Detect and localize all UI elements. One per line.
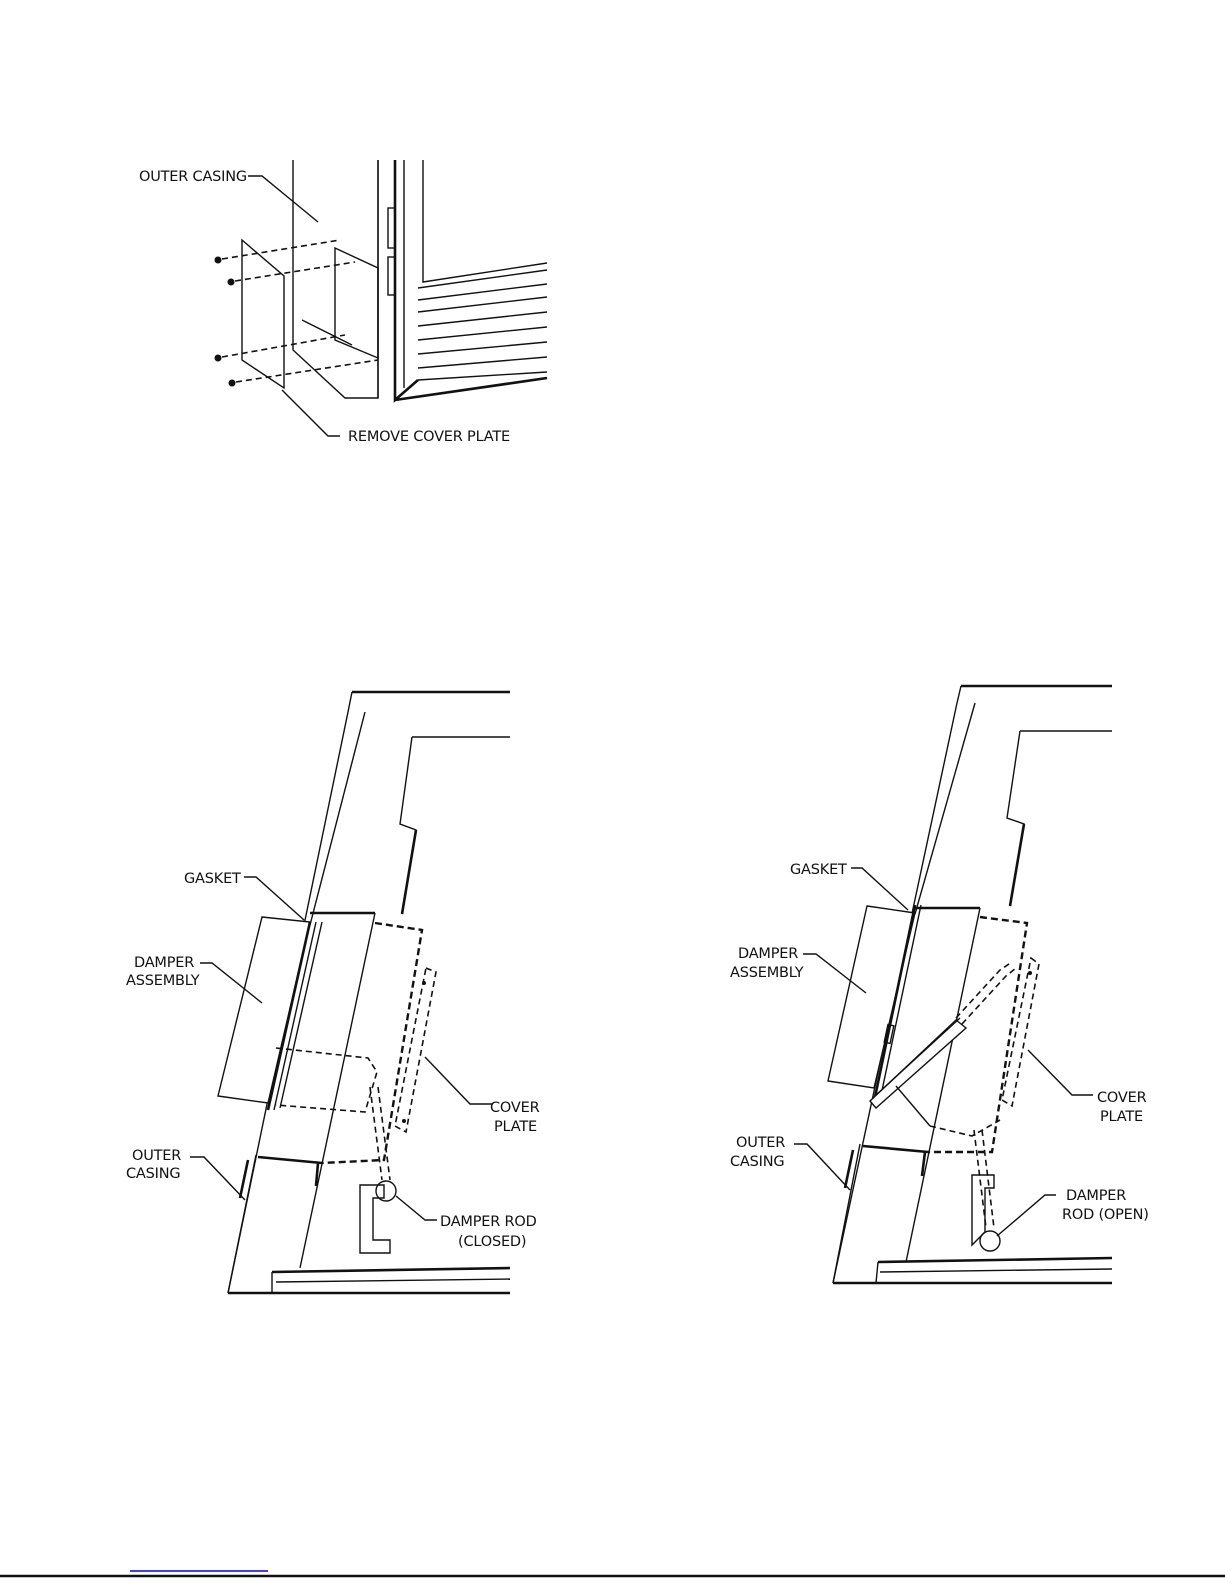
- label-remove-cover-plate: REMOVE COVER PLATE: [348, 429, 510, 445]
- label-outer-casing-1: OUTER: [736, 1135, 785, 1151]
- label-outer-casing-1: OUTER: [132, 1148, 181, 1164]
- figure-damper-closed: GASKET DAMPER ASSEMBLY COVER PLATE OUTER…: [126, 692, 540, 1293]
- label-damper-assembly-2: ASSEMBLY: [126, 973, 200, 989]
- label-cover-plate-1: COVER: [490, 1100, 540, 1116]
- figure-remove-cover-plate: OUTER CASING REMOVE COVER PLATE: [139, 160, 547, 445]
- label-outer-casing-2: CASING: [730, 1154, 784, 1170]
- label-damper-rod-2: (CLOSED): [458, 1234, 526, 1250]
- label-cover-plate-2: PLATE: [494, 1119, 537, 1135]
- label-damper-assembly-2: ASSEMBLY: [730, 965, 804, 981]
- label-gasket: GASKET: [790, 862, 847, 878]
- screw-icon: [215, 257, 222, 264]
- label-gasket: GASKET: [184, 871, 241, 887]
- label-cover-plate-2: PLATE: [1100, 1109, 1143, 1125]
- label-damper-rod-2: ROD (OPEN): [1062, 1207, 1149, 1223]
- cover-plate-shape: [242, 240, 284, 388]
- figure-damper-open: GASKET DAMPER ASSEMBLY COVER PLATE OUTER…: [730, 686, 1149, 1283]
- screws: [215, 240, 379, 387]
- outer-casing-drawing: [293, 160, 547, 400]
- label-damper-rod-1: DAMPER ROD: [440, 1214, 537, 1230]
- screw-icon: [215, 355, 222, 362]
- screw-icon: [228, 279, 235, 286]
- label-outer-casing-2: CASING: [126, 1166, 180, 1182]
- label-cover-plate-1: COVER: [1097, 1090, 1147, 1106]
- footer: [0, 1571, 1225, 1576]
- label-damper-rod-1: DAMPER: [1066, 1188, 1126, 1204]
- label-damper-assembly-1: DAMPER: [738, 946, 798, 962]
- label-outer-casing: OUTER CASING: [139, 169, 247, 185]
- label-damper-assembly-1: DAMPER: [134, 955, 194, 971]
- screw-icon: [229, 380, 236, 387]
